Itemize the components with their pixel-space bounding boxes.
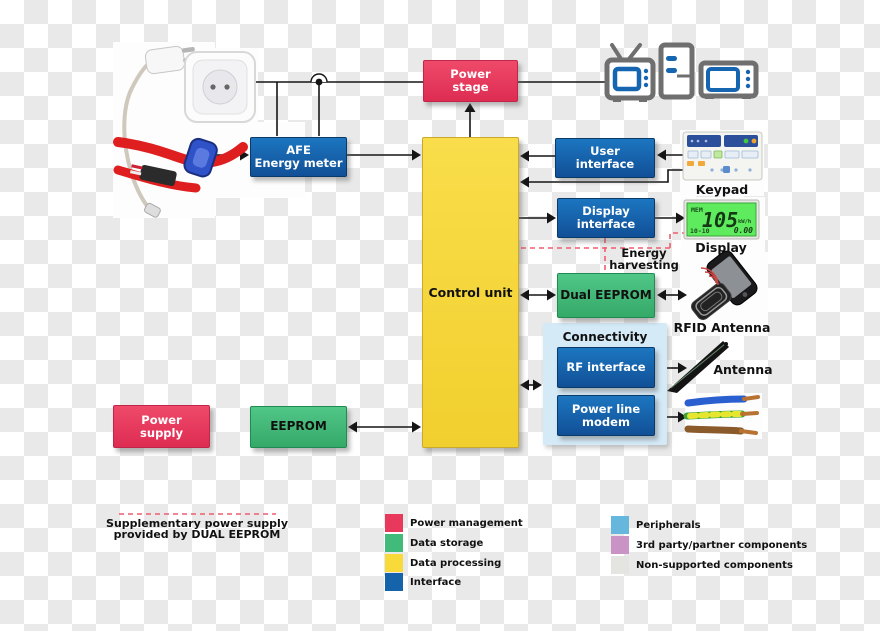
arrow-keypad-to-control (520, 169, 683, 188)
arrow-afe-to-control (347, 149, 421, 161)
power-line-modem-block: Power line modem (557, 395, 655, 436)
rfid-antenna-caption: RFID Antenna (673, 320, 771, 335)
keypad-illustration (682, 131, 763, 181)
arrow-control-to-displayif (519, 212, 556, 224)
legend-label-data-processing: Data processing (410, 557, 502, 569)
mains-plug-illustration (122, 45, 256, 218)
display-caption: Display (695, 240, 747, 255)
legend-data-processing: Data processing (385, 554, 501, 572)
legend-swatch-interface (385, 573, 403, 591)
power-wires-illustration (683, 395, 760, 435)
legend-power-management: Power management (385, 514, 523, 532)
antenna-caption: Antenna (713, 362, 773, 377)
arrow-control-dualeeprom (520, 289, 556, 301)
arrow-control-to-powerstage (464, 103, 476, 137)
lcd-bottom-left: 10-10 (690, 227, 710, 235)
legend-interface: Interface (385, 573, 461, 591)
dual-eeprom-block: Dual EEPROM (557, 273, 655, 318)
legend-peripherals: Peripherals (611, 516, 701, 534)
lcd-bottom-right: 0.00 (734, 226, 753, 235)
current-sensor-illustration (113, 137, 248, 193)
legend-label-3rd-party: 3rd party/partner components (636, 539, 808, 551)
legend-3rd-party: 3rd party/partner components (611, 536, 807, 554)
legend-swatch-power-management (385, 514, 403, 532)
user-interface-block: User interface (555, 138, 655, 178)
afe-energy-meter-block: AFE Energy meter (250, 137, 347, 177)
legend-swatch-3rd-party (611, 536, 629, 554)
antenna-illustration (667, 341, 729, 393)
arrow-displayif-to-lcd (655, 212, 685, 224)
lcd-value: 105 (702, 208, 738, 232)
rf-interface-block: RF interface (557, 347, 655, 388)
power-stage-block: Power stage (423, 60, 518, 102)
energy-harvesting-caption: Energy harvesting (609, 246, 679, 272)
legend-swatch-data-storage (385, 534, 403, 552)
display-interface-block: Display interface (557, 198, 655, 238)
control-unit-block: Control unit (422, 137, 519, 448)
fridge-icon (658, 42, 695, 100)
legend-label-power-management: Power management (410, 517, 523, 529)
arrow-eeprom-control (348, 421, 421, 433)
microwave-icon (698, 60, 759, 99)
supplementary-power-note: Supplementary power supply provided by D… (106, 517, 288, 541)
legend-label-peripherals: Peripherals (636, 519, 701, 531)
legend-swatch-peripherals (611, 516, 629, 534)
legend-swatch-data-processing (385, 554, 403, 572)
energy-harvesting-dashed-path (521, 232, 685, 272)
keypad-caption: Keypad (695, 182, 749, 197)
arrow-dualeeprom-rfid (657, 289, 687, 301)
legend-label-interface: Interface (410, 576, 462, 588)
legend-label-non-supported: Non-supported components (636, 559, 793, 571)
rfid-antenna-illustration (691, 250, 758, 321)
legend-swatch-non-supported (611, 556, 629, 574)
connectivity-panel-title: Connectivity (562, 330, 648, 344)
legend-data-storage: Data storage (385, 534, 483, 552)
arrow-ui-to-control (520, 150, 555, 162)
tv-icon (604, 43, 656, 102)
lcd-mem: MEM (691, 206, 703, 214)
arrow-keypad-to-ui (657, 149, 683, 161)
legend-non-supported: Non-supported components (611, 556, 793, 574)
lcd-unit: kW/h (738, 219, 751, 225)
legend-label-data-storage: Data storage (410, 537, 484, 549)
lcd-display-illustration: MEM 105 kW/h 10-10 0.00 (683, 199, 760, 240)
eeprom-block: EEPROM (250, 406, 347, 448)
power-supply-block: Power supply (113, 405, 210, 448)
arrow-control-connectivity (520, 379, 542, 391)
